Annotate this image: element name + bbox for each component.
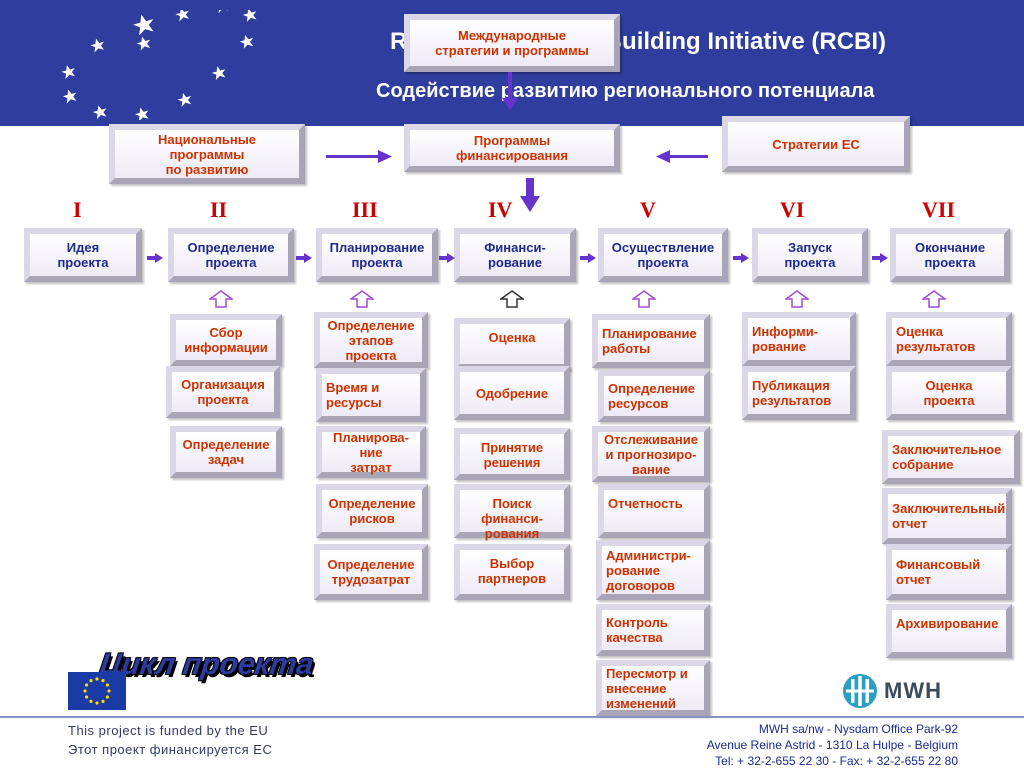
up-arrow-icon [632,290,656,308]
footer-funding-ru: Этот проект финансируется ЕС [68,742,273,757]
arrow-right-icon [872,253,888,263]
footer-contact-line: Tel: + 32-2-655 22 30 - Fax: + 32-2-655 … [715,754,958,768]
phase-box-implementation: Осуществление проекта [598,228,728,282]
task-box: Оценка [454,318,570,370]
task-box: Определение трудозатрат [314,544,428,600]
mwh-logo: MWH [842,672,972,710]
phase-numeral: I [73,197,82,222]
footer-divider [0,716,1024,718]
funding-programs-box: Программы финансирования [404,124,620,172]
arrow-right-icon [296,253,312,263]
task-box: Отслеживание и прогнозиро- вание [592,426,710,482]
task-box: Выбор партнеров [454,544,570,600]
task-box: Планирова- ние затрат [316,426,426,478]
task-box: Финансовый отчет [886,544,1012,600]
phase-numeral: V [640,197,656,222]
arrow-right-icon [580,253,596,263]
phase-box-definition: Определение проекта [168,228,294,282]
phase-box-launch: Запуск проекта [752,228,868,282]
task-box: Информи- рование [742,312,856,366]
arrow-right-icon [147,253,163,263]
up-arrow-icon [922,290,946,308]
footer-address-line: Avenue Reine Astrid - 1310 La Hulpe - Be… [706,738,958,752]
task-box: Определение этапов проекта [314,312,428,368]
task-box: Планирование работы [592,314,710,368]
phase-box-closure: Окончание проекта [890,228,1010,282]
task-box: Определение рисков [316,484,428,538]
phase-numeral: II [210,197,228,222]
task-box: Принятие решения [454,428,570,480]
task-box: Поиск финанси- рования [454,484,570,541]
arrow-right-icon [733,253,749,263]
up-arrow-icon [350,290,374,308]
arrow-right-national [326,150,392,163]
phase-box-financing: Финанси- рование [454,228,576,282]
task-box: Оценка проекта [886,366,1012,420]
task-box: Оценка результатов [886,312,1012,366]
mwh-logo-text: MWH [884,678,942,703]
international-strategies-box: Международные стратегии и программы [404,14,620,72]
phase-numeral: III [352,197,378,222]
page-subtitle: Содействие развитию регионального потенц… [376,80,875,102]
eu-strategies-box: Стратегии ЕС [722,116,910,172]
arrow-down-funding [520,178,540,212]
arrow-right-icon [439,253,455,263]
up-arrow-icon [785,290,809,308]
eu-stars-icon [60,10,259,120]
arrow-left-eu [656,150,708,163]
arrow-down-international [502,72,518,110]
eu-flag-icon [68,672,126,710]
up-arrow-icon [500,290,524,308]
footer-address-line: MWH sa/nw - Nysdam Office Park-92 [758,722,958,736]
task-box: Время и ресурсы [316,368,426,422]
task-box: Определение ресурсов [598,370,710,422]
footer-funding-note: This project is funded by the EU Этот пр… [68,721,272,759]
task-box: Одобрение [454,366,570,420]
phase-numeral: IV [488,197,513,222]
phase-box-idea: Идея проекта [24,228,142,282]
task-box: Сбор информации [170,314,282,366]
cycle-title: Цикл проекта [97,648,316,681]
task-box: Отчетность [598,484,710,538]
task-box: Пересмотр и внесение изменений [596,660,710,716]
task-box: Архивирование [886,604,1012,658]
task-box: Администри- рование договоров [596,540,710,600]
footer-address: MWH sa/nw - Nysdam Office Park-92 Avenue… [707,721,958,768]
task-box: Заключительное собрание [882,430,1020,484]
footer-funding-en: This project is funded by the EU [68,723,269,738]
task-box: Организация проекта [166,366,280,418]
task-box: Определение задач [170,426,282,478]
task-box: Заключительный отчет [882,488,1012,544]
up-arrow-icon [209,290,233,308]
phase-box-planning: Планирование проекта [316,228,438,282]
phase-numeral: VII [922,197,956,222]
task-box: Публикация результатов [742,366,856,420]
national-programs-box: Национальные программы по развитию [109,124,305,184]
mwh-globe-icon [843,674,877,708]
task-box: Контроль качества [596,604,710,656]
phase-numeral: VI [780,197,805,222]
